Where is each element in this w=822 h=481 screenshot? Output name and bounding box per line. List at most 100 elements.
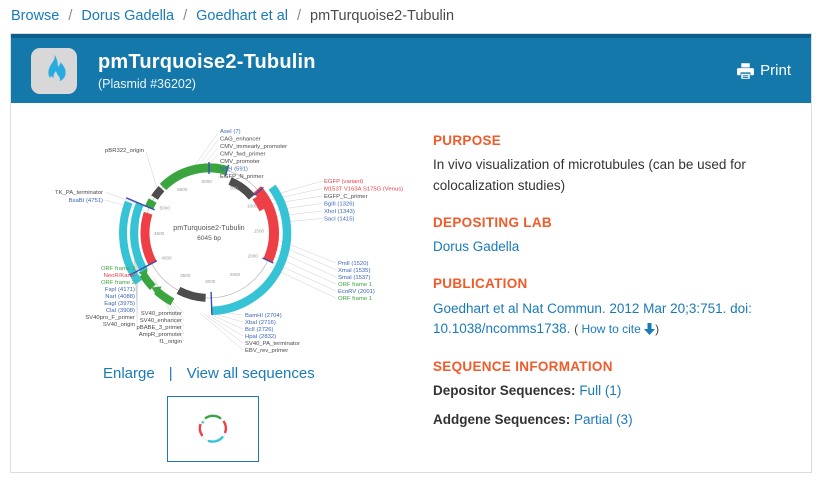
enlarge-link[interactable]: Enlarge xyxy=(103,365,155,382)
page-title: pmTurquoise2-Tubulin xyxy=(98,50,316,73)
print-label: Print xyxy=(760,62,791,79)
plasmid-card: pmTurquoise2-Tubulin (Plasmid #36202) Pr… xyxy=(10,33,812,473)
map-label: HpaI (2832) xyxy=(245,334,276,340)
map-label: XmaI (1535) xyxy=(338,268,370,274)
depositor-sequences-label: Depositor Sequences: xyxy=(433,383,576,398)
addgene-sequences-link[interactable]: Partial (3) xyxy=(574,412,633,428)
map-label: ORF frame 3 xyxy=(101,266,136,272)
restriction-ticks xyxy=(125,162,274,315)
map-label: M153T V163A S175G (Venus) xyxy=(324,187,403,193)
map-label: PmlI (1520) xyxy=(338,261,368,267)
breadcrumb-separator: / xyxy=(183,8,188,24)
sequence-info-heading: SEQUENCE INFORMATION xyxy=(433,358,613,374)
map-label: XbaI (2716) xyxy=(245,320,276,326)
feature-sv40-promoter-arrow xyxy=(154,287,175,306)
feature-cmv-promoter-arc xyxy=(159,163,229,191)
links-divider: | xyxy=(168,365,173,382)
purpose-text: In vivo visualization of microtubules (c… xyxy=(433,157,746,193)
addgene-flame-icon xyxy=(31,47,77,94)
feature-pbr322-origin-arc xyxy=(151,185,165,200)
details-column: PURPOSE In vivo visualization of microtu… xyxy=(433,111,808,462)
feature-venus-block xyxy=(252,194,268,212)
map-label: NheI (591) xyxy=(220,167,248,173)
map-label: pBABE_3_primer xyxy=(136,325,182,331)
map-label: BclI (2726) xyxy=(245,327,274,333)
svg-text:3000: 3000 xyxy=(205,279,216,284)
breadcrumb-browse[interactable]: Browse xyxy=(11,8,60,24)
how-to-cite-link[interactable]: How to cite xyxy=(581,321,641,336)
map-label: ORF frame 1 xyxy=(338,296,372,302)
map-label: ORF frame 1 xyxy=(338,282,372,288)
map-label: CMV_fwd_primer xyxy=(220,152,266,158)
map-label: BamHI (2704) xyxy=(245,313,282,319)
printer-icon xyxy=(737,62,755,79)
map-label: SacI (1415) xyxy=(324,217,354,223)
view-all-sequences-link[interactable]: View all sequences xyxy=(186,365,315,382)
map-label: BsaBI (4751) xyxy=(69,198,103,204)
feature-orf2-arc xyxy=(130,202,148,273)
depositing-lab-heading: DEPOSITING LAB xyxy=(433,214,552,230)
svg-text:6000: 6000 xyxy=(202,179,213,184)
publication-block: Goedhart et al Nat Commun. 2012 Mar 20;3… xyxy=(433,299,808,340)
map-label: EGFP_C_primer xyxy=(324,194,368,200)
feature-orf3-arc xyxy=(119,200,142,285)
plasmid-number: (Plasmid #36202) xyxy=(98,76,196,91)
breadcrumb: Browse / Dorus Gadella / Goedhart et al … xyxy=(11,8,454,24)
svg-text:2000: 2000 xyxy=(248,253,259,258)
publication-heading: PUBLICATION xyxy=(433,276,528,292)
map-column: 500 1000 1500 2000 2500 3000 3500 4000 4… xyxy=(17,111,433,462)
position-ticks: 500 1000 1500 2000 2500 3000 3500 4000 4… xyxy=(154,179,265,284)
map-center-title: pmTurquoise2-Tubulin xyxy=(173,223,244,232)
how-to-cite-wrap: ( How to cite ) xyxy=(574,322,659,336)
svg-text:5000: 5000 xyxy=(160,206,171,211)
map-label: EagI (3975) xyxy=(104,301,135,307)
svg-text:2500: 2500 xyxy=(230,272,241,277)
svg-text:1500: 1500 xyxy=(254,228,265,233)
map-links-row: Enlarge | View all sequences xyxy=(103,365,433,382)
feature-arcs xyxy=(119,163,292,316)
feature-tk-pa-terminator-arc xyxy=(144,198,157,210)
depositing-lab-link[interactable]: Dorus Gadella xyxy=(433,239,520,254)
breadcrumb-lab[interactable]: Dorus Gadella xyxy=(81,8,175,24)
map-label: TK_PA_terminator xyxy=(55,190,103,196)
leader-lines xyxy=(104,132,337,351)
plasmid-card-header: pmTurquoise2-Tubulin (Plasmid #36202) Pr… xyxy=(11,34,811,103)
map-label: EGFP_N_primer xyxy=(220,174,264,180)
depositor-sequences-row: Depositor Sequences: Full (1) xyxy=(433,381,808,401)
title-block: pmTurquoise2-Tubulin (Plasmid #36202) xyxy=(98,51,316,91)
svg-text:3500: 3500 xyxy=(180,273,191,278)
map-label: CMV_promoter xyxy=(220,159,260,165)
svg-text:4000: 4000 xyxy=(161,255,172,260)
map-label: EBV_rev_primer xyxy=(245,348,288,354)
map-label: f1_origin xyxy=(159,339,182,345)
map-label: SV40_enhancer xyxy=(140,318,182,324)
map-label: SV40_promoter xyxy=(141,311,182,317)
map-label: BglII (1326) xyxy=(324,202,354,208)
map-center-size: 6045 bp xyxy=(197,235,221,242)
publication-link[interactable]: Goedhart et al Nat Commun. 2012 Mar 20;3… xyxy=(433,300,752,336)
map-thumbnail[interactable] xyxy=(167,396,259,462)
depositor-sequences-link[interactable]: Full (1) xyxy=(579,383,622,398)
map-label: ORF frame 2 xyxy=(101,280,135,286)
feature-neor-kanr-arc xyxy=(140,211,157,266)
map-label: XhoI (1343) xyxy=(324,209,355,215)
breadcrumb-separator: / xyxy=(297,8,302,24)
feature-inner-gray-arc xyxy=(228,177,255,200)
print-button[interactable]: Print xyxy=(737,62,791,79)
svg-text:4500: 4500 xyxy=(154,231,165,236)
addgene-sequences-label: Addgene Sequences: xyxy=(433,412,571,428)
map-label: SmaI (1537) xyxy=(338,275,370,281)
breadcrumb-article[interactable]: Goedhart et al xyxy=(196,8,289,24)
addgene-sequences-row: Addgene Sequences: Partial (3) xyxy=(433,410,808,430)
map-label: pBR322_origin xyxy=(105,148,144,154)
map-label: AmpR_promoter xyxy=(139,332,182,338)
map-label: SV40pro_F_primer xyxy=(85,315,135,321)
plasmid-map[interactable]: 500 1000 1500 2000 2500 3000 3500 4000 4… xyxy=(17,111,417,363)
plasmid-card-body: 500 1000 1500 2000 2500 3000 3500 4000 4… xyxy=(11,103,811,462)
feature-egfp-variant-arc xyxy=(253,186,279,263)
map-label: AseI (7) xyxy=(220,129,241,135)
breadcrumb-current: pmTurquoise2-Tubulin xyxy=(310,8,455,24)
map-label: EcoRV (2001) xyxy=(338,289,375,295)
arrow-down-icon xyxy=(644,322,656,340)
map-label: SV40_PA_terminator xyxy=(245,341,300,347)
